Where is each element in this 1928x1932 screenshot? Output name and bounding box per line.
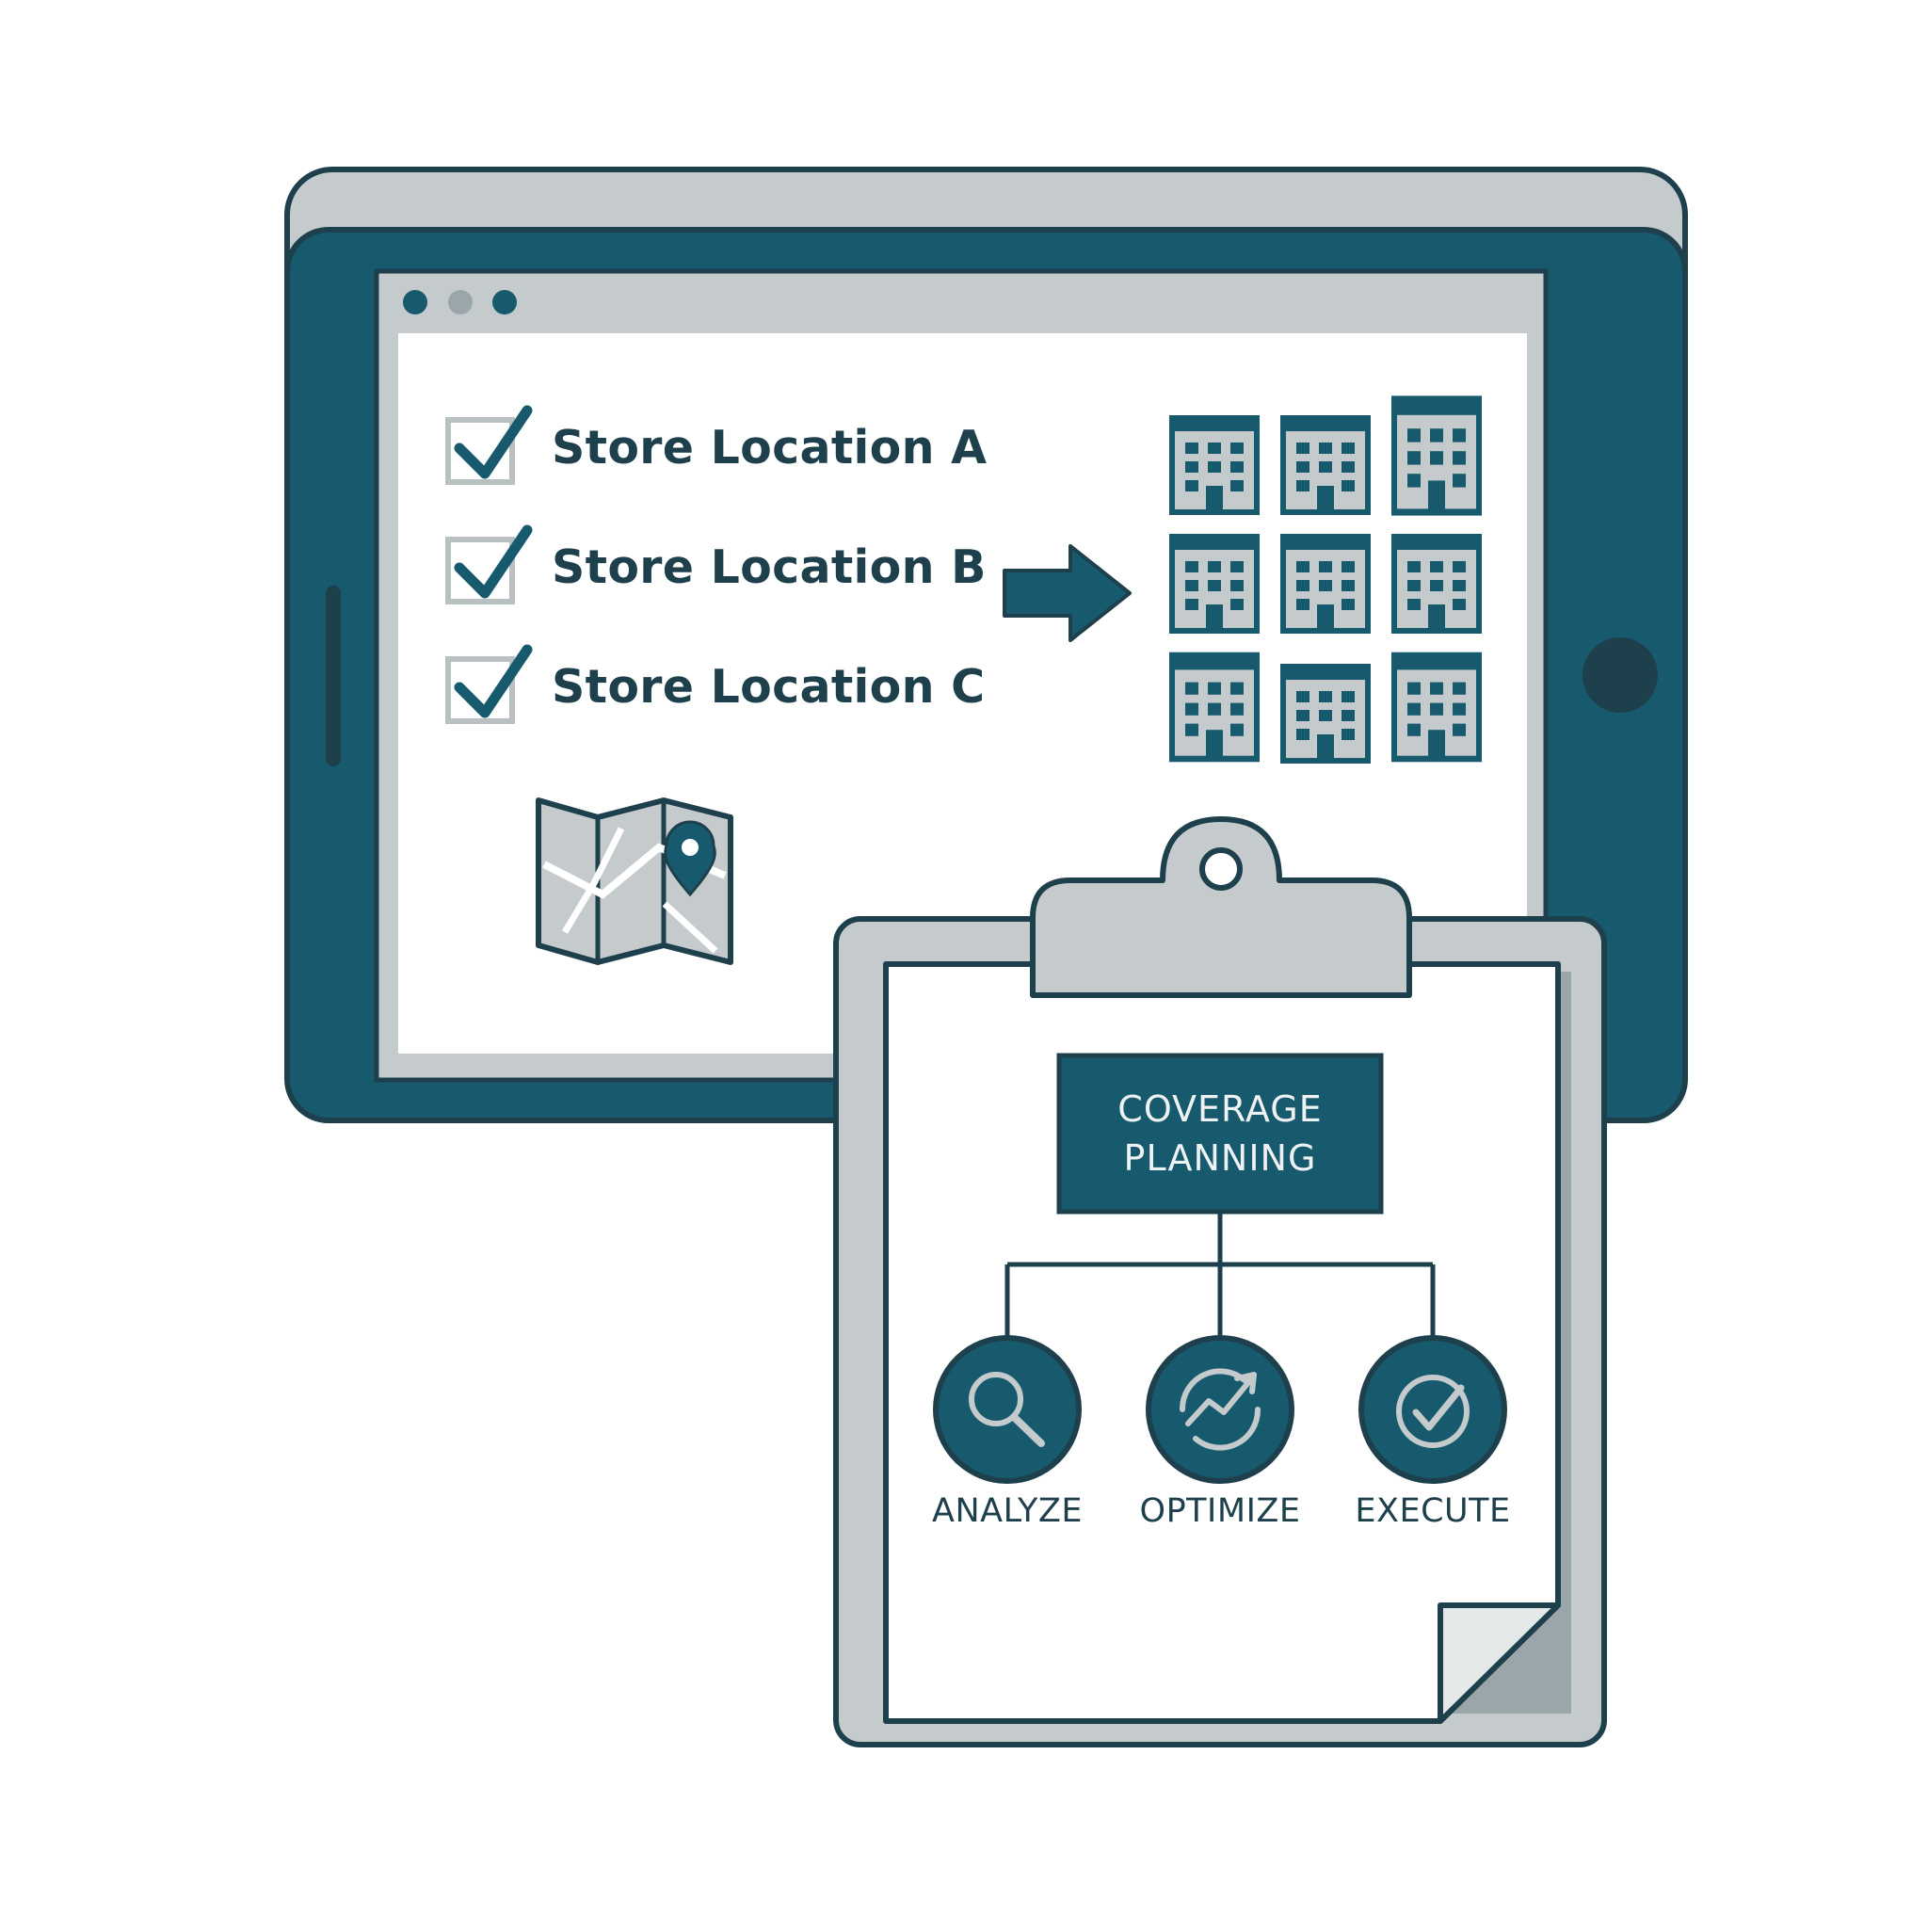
- window-dot-minimize[interactable]: [448, 290, 473, 314]
- building-icon: [1394, 655, 1479, 759]
- store-buildings-grid: [1172, 399, 1479, 761]
- checkbox-a[interactable]: [445, 405, 533, 485]
- store-location-c-label: Store Location C: [552, 660, 986, 714]
- checkbox-b[interactable]: [445, 524, 533, 604]
- coverage-title-line1: COVERAGE: [1117, 1088, 1323, 1130]
- checkmark-icon: [454, 644, 533, 718]
- store-location-a-label: Store Location A: [552, 421, 988, 475]
- map-icon: [536, 797, 733, 965]
- magnifier-icon: [969, 1372, 1023, 1426]
- execute-label: EXECUTE: [1355, 1492, 1511, 1530]
- building-icon: [1283, 667, 1368, 761]
- analyze-label: ANALYZE: [932, 1492, 1083, 1530]
- coverage-title-line2: PLANNING: [1123, 1137, 1317, 1179]
- connector-lines: [1004, 1212, 1436, 1337]
- store-location-b-label: Store Location B: [552, 540, 987, 594]
- building-icon: [1394, 399, 1479, 512]
- execute-step-icon: [1358, 1335, 1507, 1484]
- window-dot-maximize[interactable]: [492, 290, 517, 314]
- checkmark-icon: [454, 405, 533, 479]
- coverage-planning-title: COVERAGE PLANNING: [1059, 1055, 1381, 1212]
- page-curl: [1438, 1602, 1561, 1724]
- home-button[interactable]: [1583, 637, 1658, 713]
- building-icon: [1172, 655, 1257, 759]
- arrow-right-icon: [1003, 544, 1132, 642]
- window-dot-close[interactable]: [403, 290, 427, 314]
- location-pin-icon: [664, 820, 716, 897]
- checkbox-c[interactable]: [445, 644, 533, 724]
- refresh-trend-icon: [1179, 1368, 1247, 1412]
- analyze-step-icon: [933, 1335, 1082, 1484]
- clipboard-clip: [1030, 816, 1412, 998]
- side-button[interactable]: [326, 586, 341, 766]
- building-icon: [1283, 418, 1368, 512]
- optimize-label: OPTIMIZE: [1139, 1492, 1301, 1530]
- building-icon: [1172, 418, 1257, 512]
- optimize-step-icon: [1146, 1335, 1294, 1484]
- check-circle-icon: [1396, 1375, 1470, 1448]
- checkmark-icon: [454, 524, 533, 599]
- building-icon: [1394, 537, 1479, 631]
- coverage-planning-box: [1056, 1053, 1384, 1215]
- building-icon: [1283, 537, 1368, 631]
- building-icon: [1172, 537, 1257, 631]
